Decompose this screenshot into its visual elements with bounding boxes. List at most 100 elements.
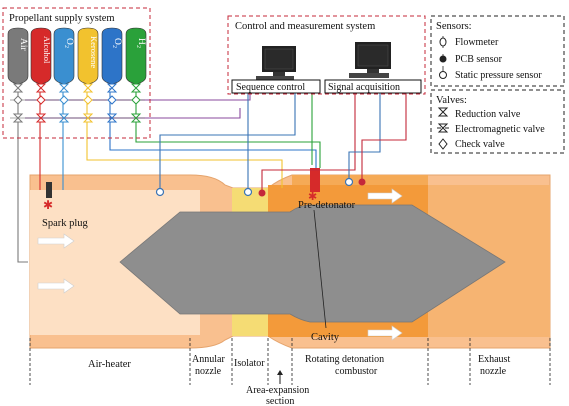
o2-line-b xyxy=(109,88,317,168)
check-valve-icon xyxy=(59,95,69,105)
computer-icon xyxy=(256,46,296,81)
check-valve-icon xyxy=(107,95,117,105)
valves-frame xyxy=(430,89,565,154)
sequence-control-box xyxy=(231,79,321,94)
sequence-line-2 xyxy=(25,108,241,119)
propellant-tank: Alcohol xyxy=(30,27,52,85)
static-pressure-sensor-icon xyxy=(439,66,447,79)
sensor-item: Static pressure sensor xyxy=(455,70,542,81)
propellant-supply-system: Propellant supply system Air Alcohol O₂ Ker… xyxy=(2,7,151,139)
sensors-legend: Sensors: Flowmeter PCB sensor Static pre… xyxy=(430,15,565,87)
kerosene-line xyxy=(86,88,283,188)
electromagnetic-valve-icon xyxy=(106,113,118,123)
control-title: Control and measurement system xyxy=(235,21,375,32)
valve-item: Check valve xyxy=(455,139,505,150)
valves-legend: Valves: Reduction valve Electromagnetic … xyxy=(430,89,565,154)
signal-line-4 xyxy=(348,93,381,180)
pre-detonator-body xyxy=(310,168,320,192)
duct-sensors xyxy=(155,177,366,197)
propellant-tank: O₂ xyxy=(53,27,75,85)
electromagnetic-valve-icon xyxy=(35,113,47,123)
engine-duct: ✱ ✱ xyxy=(29,168,551,349)
reduction-valve-icon xyxy=(12,83,24,93)
reduction-valve-icon xyxy=(58,83,70,93)
tank-group: Air Alcohol O₂ Kerosene O₂ H₂ xyxy=(7,27,147,85)
pre-detonator-label: Pre-detonator xyxy=(298,200,356,211)
check-valve-icon xyxy=(83,95,93,105)
computer-icon xyxy=(349,42,391,78)
area-expansion-label: Area-expansion xyxy=(246,385,309,396)
signal-line-5 xyxy=(361,93,407,180)
check-valve-icon xyxy=(438,138,448,150)
area-expansion-arrow xyxy=(277,370,283,384)
propellant-tank: Air xyxy=(7,27,29,85)
spark-plug-spark: ✱ xyxy=(43,198,53,212)
cavity-label: Cavity xyxy=(311,332,340,343)
sensors-title: Sensors: xyxy=(436,21,472,32)
annular-nozzle-label: nozzle xyxy=(195,366,222,377)
propellant-tank-label: Air xyxy=(18,38,28,52)
centerbody xyxy=(119,204,506,323)
electromagnetic-valve-icon xyxy=(58,113,70,123)
reduction-valve-icon xyxy=(82,83,94,93)
propellant-tank: Kerosene xyxy=(77,27,99,85)
reduction-valve-icon xyxy=(106,83,118,93)
signal-line-3 xyxy=(261,93,356,192)
static-pressure-sensor xyxy=(344,177,354,187)
pcb-sensor xyxy=(258,189,266,197)
control-frame xyxy=(227,15,426,95)
air-line xyxy=(17,88,28,263)
exhaust-nozzle-label: Exhaust xyxy=(478,354,510,365)
flow-arrow xyxy=(367,325,403,341)
air-heater-label: Air-heater xyxy=(88,359,131,370)
propellant-tank-label: O₂ xyxy=(64,38,74,48)
sensor-item: PCB sensor xyxy=(455,54,503,65)
pre-detonator-pointer xyxy=(313,209,327,329)
propellant-tank: O₂ xyxy=(101,27,123,85)
propellant-tank-label: H₂ xyxy=(136,38,146,48)
electromagnetic-valve-icon xyxy=(12,113,24,123)
signal-line-1 xyxy=(159,93,296,190)
check-valve-icon xyxy=(13,95,23,105)
check-valve-icon xyxy=(36,95,46,105)
tank-valves xyxy=(12,83,142,123)
check-valve-icon xyxy=(131,95,141,105)
spark-plug-label: Spark plug xyxy=(42,218,89,229)
valve-item: Electromagnetic valve xyxy=(455,124,545,135)
reduction-valve-icon xyxy=(437,107,449,117)
area-expansion-label: section xyxy=(266,396,294,406)
electromagnetic-valve-icon xyxy=(437,123,449,133)
pcb-sensor-icon xyxy=(439,54,447,63)
propellant-tank-label: Kerosene xyxy=(89,36,99,68)
sequence-control-label: Sequence control xyxy=(236,82,305,93)
propellant-tank-label: O₂ xyxy=(112,38,122,48)
signal-acquisition-box xyxy=(324,79,422,94)
exhaust-nozzle-label: nozzle xyxy=(480,366,507,377)
annular-nozzle-label: Annular xyxy=(192,354,225,365)
reduction-valve-icon xyxy=(35,83,47,93)
propellant-tank-label: Alcohol xyxy=(42,36,52,64)
electromagnetic-valve-icon xyxy=(82,113,94,123)
pre-detonator-spark: ✱ xyxy=(308,191,317,203)
flow-arrow xyxy=(37,233,75,249)
static-pressure-sensor xyxy=(243,187,253,197)
reduction-valve-icon xyxy=(130,83,142,93)
section-dividers xyxy=(29,338,551,385)
combustor-label: Rotating detonation xyxy=(305,354,384,365)
propellant-title: Propellant supply system xyxy=(9,13,115,24)
pcb-sensor xyxy=(358,178,366,186)
flow-arrow xyxy=(367,188,403,204)
signal-acquisition-label: Signal acquisition xyxy=(328,82,400,93)
valves-title: Valves: xyxy=(436,95,467,106)
static-pressure-sensor xyxy=(155,187,165,197)
electromagnetic-valve-icon xyxy=(130,113,142,123)
propellant-frame xyxy=(2,7,151,139)
flowmeter-icon xyxy=(439,36,447,48)
flow-arrows xyxy=(37,188,403,341)
spark-plug-body xyxy=(46,182,52,198)
sensor-item: Flowmeter xyxy=(455,37,499,48)
control-measurement-system: Control and measurement system Sequence … xyxy=(227,15,426,95)
valve-item: Reduction valve xyxy=(455,109,521,120)
sensors-frame xyxy=(430,15,565,87)
